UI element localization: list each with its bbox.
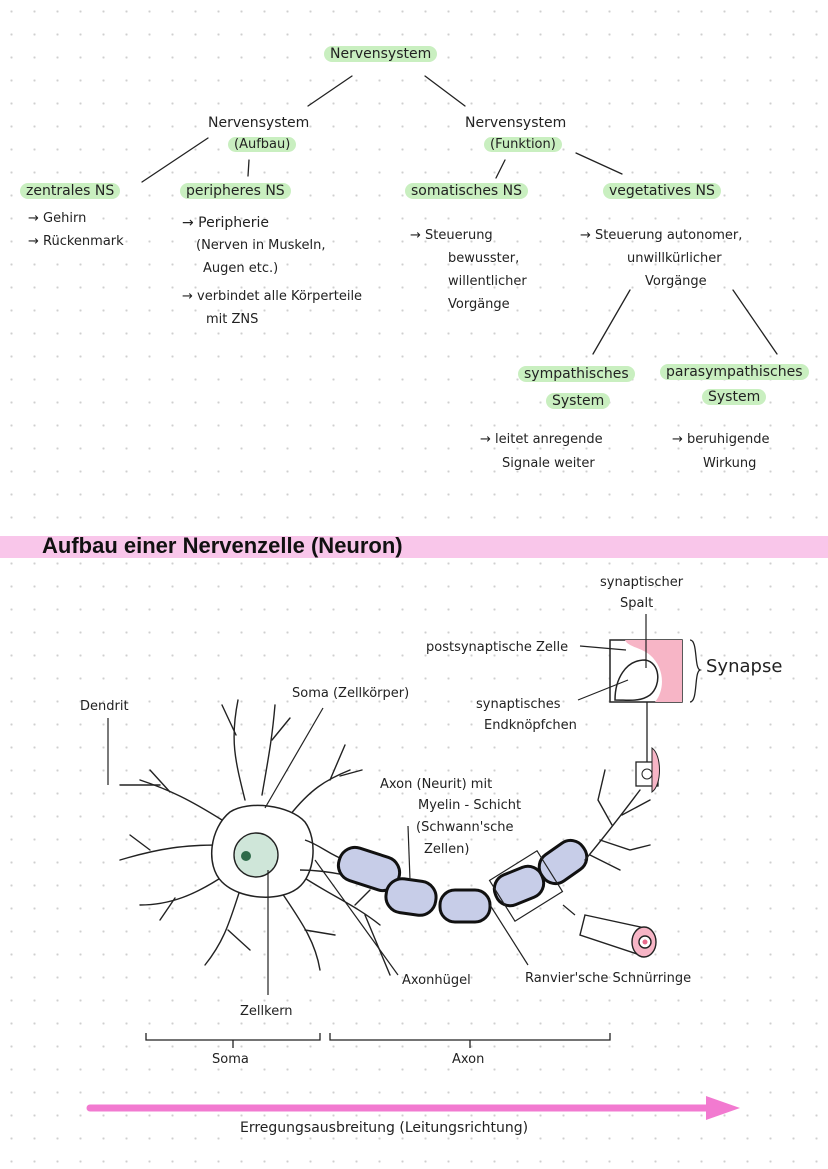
aufbau-title: Nervensystem [208,115,310,131]
zns-label: zentrales NS [20,180,121,202]
axon-label-line: Axon (Neurit) mit [380,777,493,792]
vegetativ-line: Vorgänge [645,274,707,289]
pns-label: peripheres NS [180,180,291,202]
synapse-zoom [609,639,683,703]
pns-line: → Peripherie [182,215,270,231]
axon-terminal-branches [584,769,651,871]
somatisch-line: bewusster, [448,251,520,266]
pns-line: (Nerven in Muskeln, [196,238,326,253]
funktion-title: Nervensystem [465,115,567,131]
somatisch-line: willentlicher [448,274,527,289]
axon-label-line: (Schwann'sche [416,820,514,835]
aufbau-subtitle: (Aufbau) [228,134,297,156]
funktion-subtitle: (Funktion) [484,134,562,156]
soma-label: Soma (Zellkörper) [292,686,410,701]
dendrite-branches [119,699,391,976]
parasympathisch-label-2: System [702,386,767,408]
dendrit-label: Dendrit [80,699,129,714]
pns-line: Augen etc.) [203,261,279,276]
zellkern-label: Zellkern [240,1004,293,1019]
somatisch-line: Vorgänge [448,297,510,312]
synapse-brace [689,639,703,703]
parasympathisch-line: Wirkung [703,456,757,471]
ranvier-zoom-box [488,849,564,923]
pns-line: → verbindet alle Körperteile [182,289,363,304]
zns-item: → Rückenmark [28,234,124,249]
ranvier-label: Ranvier'sche Schnürringe [525,971,692,986]
tree-connectors [141,75,778,355]
nucleus [233,832,279,878]
endknoepfchen-label-2: Endknöpfchen [484,718,577,733]
vegetativ-line: unwillkürlicher [627,251,722,266]
sympathisch-line: → leitet anregende [480,432,603,447]
sympathisch-label: sympathisches [518,363,635,385]
section-band [0,536,828,558]
axon-label-line: Myelin - Schicht [418,798,522,813]
postsynaptisch-label: postsynaptische Zelle [426,640,569,655]
bracket-axon-label: Axon [452,1052,485,1067]
bracket-soma-label: Soma [212,1052,249,1067]
nucleolus [241,851,251,861]
parasympathisch-line: → beruhigende [672,432,770,447]
parasympathisch-label: parasympathisches [660,361,809,383]
axon-cross-section [579,914,657,958]
synaptischer-spalt-label-2: Spalt [620,596,654,611]
vegetativ-label: vegetatives NS [603,180,721,202]
somatisch-label: somatisches NS [405,180,529,202]
sympathisch-line: Signale weiter [502,456,595,471]
vegetativ-line: → Steuerung autonomer, [580,228,743,243]
axonhuegel-label: Axonhügel [402,973,471,988]
signal-arrow-label: Erregungsausbreitung (Leitungsrichtung) [240,1120,529,1136]
section-title: Aufbau einer Nervenzelle (Neuron) [42,533,403,558]
endknoepfchen-label: synaptisches [476,697,561,712]
signal-arrow-head [706,1096,740,1120]
synaptischer-spalt-label: synaptischer [600,575,684,590]
synapse-label: Synapse [706,656,783,677]
sympathisch-label-2: System [546,390,611,412]
axon-label-line: Zellen) [424,842,470,857]
pns-line: mit ZNS [206,312,259,327]
somatisch-line: → Steuerung [410,228,493,243]
zns-item: → Gehirn [28,211,87,226]
tree-root: Nervensystem [324,43,438,65]
